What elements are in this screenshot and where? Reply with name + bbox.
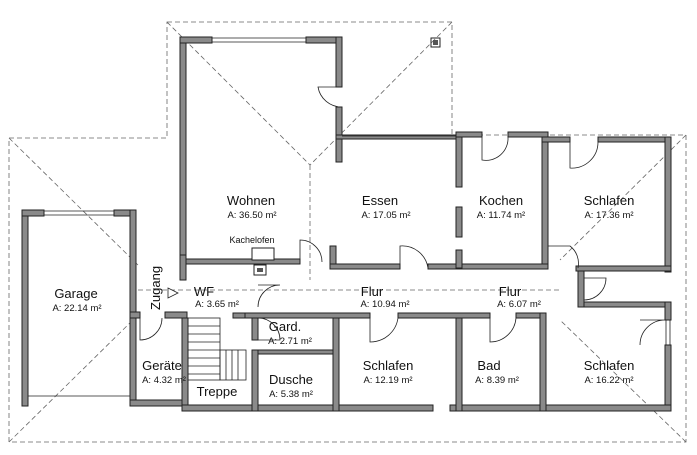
treppe-label: Treppe xyxy=(197,384,238,399)
room-name-schlafen-ne: Schlafen xyxy=(584,193,635,208)
room-labels: Wohnen A: 36.50 m² Essen A: 17.05 m² Koc… xyxy=(52,193,634,400)
stairs xyxy=(187,317,247,381)
door-swings xyxy=(139,86,666,346)
room-name-flur-west: Flur xyxy=(361,284,384,299)
stove-icon xyxy=(251,247,275,276)
room-name-garage: Garage xyxy=(54,286,97,301)
room-area-schlafen-se: A: 16.22 m² xyxy=(584,375,633,386)
room-name-dusche: Dusche xyxy=(269,372,313,387)
room-name-gard: Gard. xyxy=(269,319,302,334)
windows xyxy=(44,37,671,345)
room-area-essen: A: 17.05 m² xyxy=(361,210,410,221)
room-name-kochen: Kochen xyxy=(479,193,523,208)
room-area-dusche: A: 5.38 m² xyxy=(269,389,313,400)
roof-outline xyxy=(8,21,687,443)
room-name-geraete: Geräte xyxy=(142,358,182,373)
room-area-kochen: A: 11.74 m² xyxy=(477,210,525,221)
room-area-geraete: A: 4.32 m² xyxy=(142,375,186,386)
room-area-flur-west: A: 10.94 m² xyxy=(360,299,409,310)
room-area-flur-east: A: 6.07 m² xyxy=(497,299,541,310)
room-name-bad: Bad xyxy=(477,358,500,373)
room-name-essen: Essen xyxy=(362,193,398,208)
room-name-schlafen-se: Schlafen xyxy=(584,358,635,373)
room-area-garage: A: 22.14 m² xyxy=(52,303,101,314)
zugang-label: Zugang xyxy=(148,266,163,310)
room-name-wohnen: Wohnen xyxy=(227,193,275,208)
entrance-arrow-icon xyxy=(167,287,179,299)
room-area-schlafen-s: A: 12.19 m² xyxy=(363,375,412,386)
walls xyxy=(21,36,672,412)
room-area-wohnen: A: 36.50 m² xyxy=(227,210,276,221)
room-name-schlafen-s: Schlafen xyxy=(363,358,414,373)
room-name-flur-east: Flur xyxy=(499,284,522,299)
room-area-schlafen-ne: A: 17.36 m² xyxy=(584,210,633,221)
room-name-wf: WF xyxy=(194,284,214,299)
room-area-wf: A: 3.65 m² xyxy=(195,299,239,310)
chimney-icon xyxy=(430,37,441,48)
room-area-bad: A: 8.39 m² xyxy=(475,375,519,386)
room-area-gard: A: 2.71 m² xyxy=(268,336,312,347)
kachelofen-label: Kachelofen xyxy=(229,235,274,245)
